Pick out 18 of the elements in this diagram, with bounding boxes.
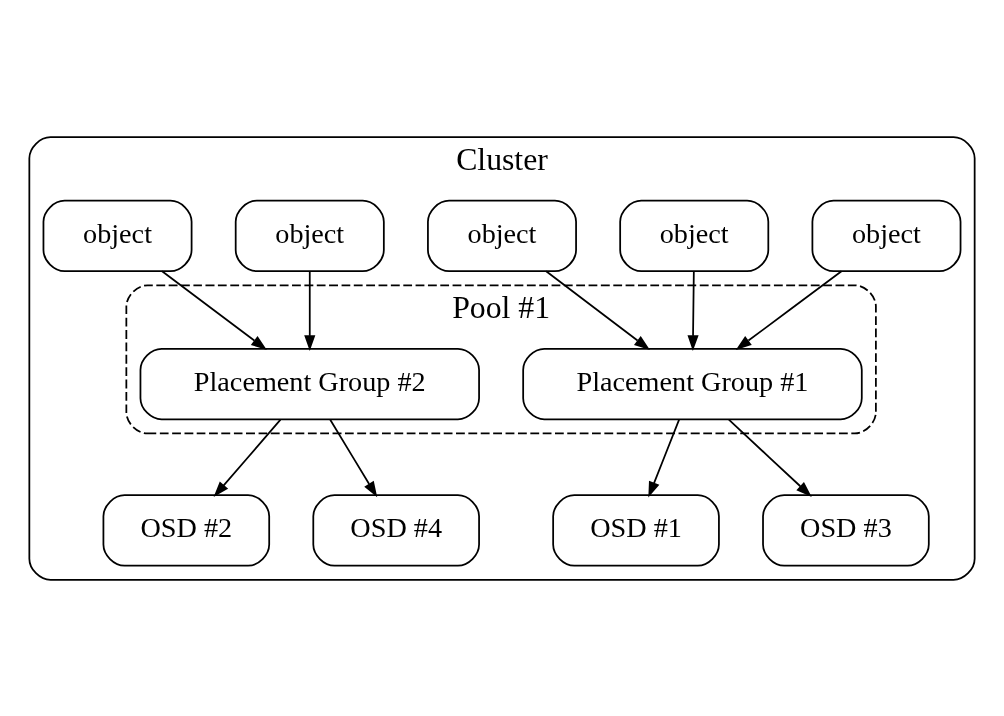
node-box: Placement Group #1 — [522, 347, 863, 420]
arrow — [687, 269, 699, 351]
arrow — [161, 269, 267, 350]
node-box: OSD #2 — [102, 493, 271, 567]
node-box: object — [42, 199, 193, 272]
node-box: OSD #1 — [552, 493, 720, 567]
node-box: object — [427, 199, 577, 272]
arrow — [329, 418, 378, 497]
arrow — [213, 418, 282, 497]
arrow — [304, 269, 316, 351]
node-box: OSD #4 — [312, 493, 480, 567]
node-box: object — [234, 199, 385, 272]
node-box: OSD #3 — [762, 493, 930, 567]
node-box: object — [619, 199, 770, 272]
node-box: object — [811, 199, 962, 272]
arrow — [545, 269, 650, 350]
arrow — [648, 418, 680, 498]
node-box: Placement Group #2 — [139, 347, 480, 420]
